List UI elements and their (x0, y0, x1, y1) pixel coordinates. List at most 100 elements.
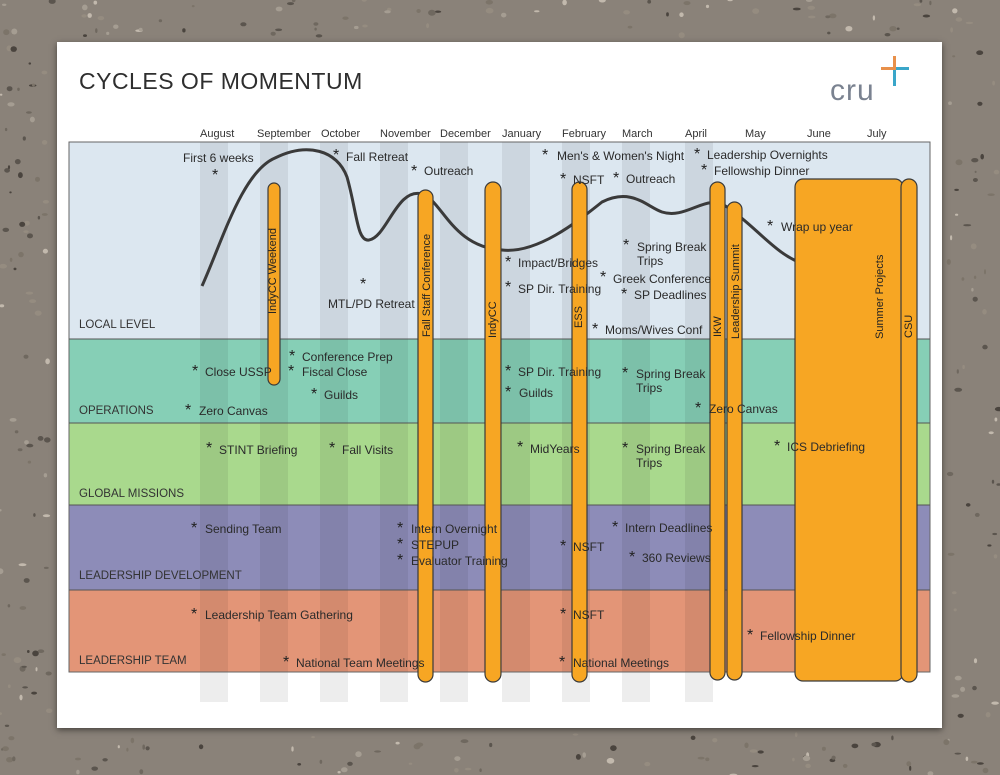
gravel-stone (17, 87, 20, 92)
event-label: SP Dir. Training (518, 365, 602, 379)
event-label: STEPUP (411, 538, 460, 552)
gravel-stone (683, 1, 691, 6)
event-label: Zero Canvas (199, 404, 268, 418)
gravel-stone (428, 9, 436, 16)
event-label: Close USSP (205, 365, 272, 379)
gravel-stone (19, 694, 23, 701)
gravel-stone (987, 544, 992, 547)
bar-label: IndyCC (487, 301, 499, 338)
gravel-stone (7, 604, 11, 608)
gravel-stone (851, 743, 859, 749)
event-label: 360 Reviews (642, 551, 711, 565)
gravel-stone (34, 310, 42, 316)
gravel-stone (9, 257, 13, 262)
gravel-stone (982, 344, 988, 350)
gravel-stone (41, 213, 48, 216)
gravel-stone (0, 748, 4, 751)
event-label: Outreach (424, 164, 474, 178)
event-label: Trips (636, 456, 663, 470)
gravel-stone (752, 8, 760, 14)
gravel-stone (130, 737, 135, 744)
event-label: Sending Team (205, 522, 282, 536)
gravel-stone (28, 62, 32, 65)
asterisk-icon: * (333, 147, 340, 164)
gravel-stone (891, 735, 894, 741)
gravel-stone (416, 9, 421, 13)
asterisk-icon: * (185, 402, 192, 419)
gravel-stone (749, 749, 758, 753)
row-label-global: GLOBAL MISSIONS (79, 488, 185, 500)
asterisk-icon: * (623, 237, 630, 254)
poster: CYCLES OF MOMENTUM cru August September … (57, 42, 942, 728)
gravel-stone (198, 744, 204, 750)
gravel-stone (993, 554, 998, 559)
asterisk-icon: * (613, 170, 620, 187)
month-label: January (502, 128, 542, 140)
gravel-stone (744, 742, 749, 749)
gravel-stone (705, 4, 710, 9)
asterisk-icon: * (774, 438, 781, 455)
gravel-stone (485, 0, 493, 5)
gravel-stone (19, 606, 27, 610)
asterisk-icon: * (206, 440, 213, 457)
gravel-stone (1, 3, 7, 6)
gravel-stone (1, 653, 6, 656)
gravel-stone (93, 0, 98, 5)
gravel-stone (102, 758, 108, 762)
gravel-stone (18, 172, 23, 179)
event-label: Leadership Overnights (707, 148, 828, 162)
gravel-stone (24, 220, 30, 226)
event-label: Wrap up year (781, 220, 853, 234)
gravel-stone (906, 761, 912, 767)
gravel-stone (973, 275, 977, 279)
gravel-stone (963, 224, 972, 227)
bar-label: Summer Projects (874, 254, 886, 339)
gravel-stone (705, 757, 710, 762)
gravel-stone (991, 479, 995, 484)
gravel-stone (970, 243, 977, 250)
gravel-stone (415, 742, 424, 747)
month-stripe (320, 142, 348, 702)
gravel-stone (927, 771, 934, 775)
month-label: March (622, 128, 653, 140)
event-label: Spring Break (636, 442, 706, 456)
gravel-stone (41, 70, 48, 75)
gravel-stone (821, 746, 826, 751)
asterisk-icon: * (560, 538, 567, 555)
gravel-stone (355, 751, 362, 758)
gravel-stone (943, 739, 950, 746)
gravel-stone (91, 766, 98, 771)
gravel-stone (10, 46, 17, 52)
event-bar (794, 178, 904, 682)
asterisk-icon: * (542, 147, 549, 164)
gravel-stone (991, 701, 999, 705)
gravel-stone (142, 744, 145, 750)
row-label-leadership-development: LEADERSHIP DEVELOPMENT (79, 570, 242, 582)
event-label: Impact/Bridges (518, 256, 599, 270)
asterisk-icon: * (191, 606, 198, 623)
gravel-stone (6, 757, 14, 763)
gravel-stone (802, 755, 811, 762)
asterisk-icon: * (191, 520, 198, 537)
bar-label: ESS (573, 305, 585, 328)
gravel-stone (35, 667, 38, 672)
event-label: Trips (636, 381, 663, 395)
gravel-stone (31, 691, 37, 695)
gravel-stone (23, 578, 30, 583)
gravel-stone (806, 0, 813, 2)
gravel-stone (460, 739, 469, 744)
event-label: Evaluator Training (411, 554, 508, 568)
asterisk-icon: * (397, 536, 404, 553)
event-label: MTL/PD Retreat (328, 297, 415, 311)
gravel-stone (575, 754, 581, 760)
gravel-stone (953, 608, 957, 612)
gravel-stone (6, 45, 12, 52)
gravel-stone (829, 13, 837, 19)
gravel-stone (315, 34, 323, 38)
gravel-stone (871, 742, 877, 747)
gravel-stone (970, 760, 978, 764)
asterisk-icon: * (505, 279, 512, 296)
gravel-stone (434, 10, 442, 13)
gravel-stone (666, 12, 669, 17)
row-label-operations: OPERATIONS (79, 405, 154, 417)
